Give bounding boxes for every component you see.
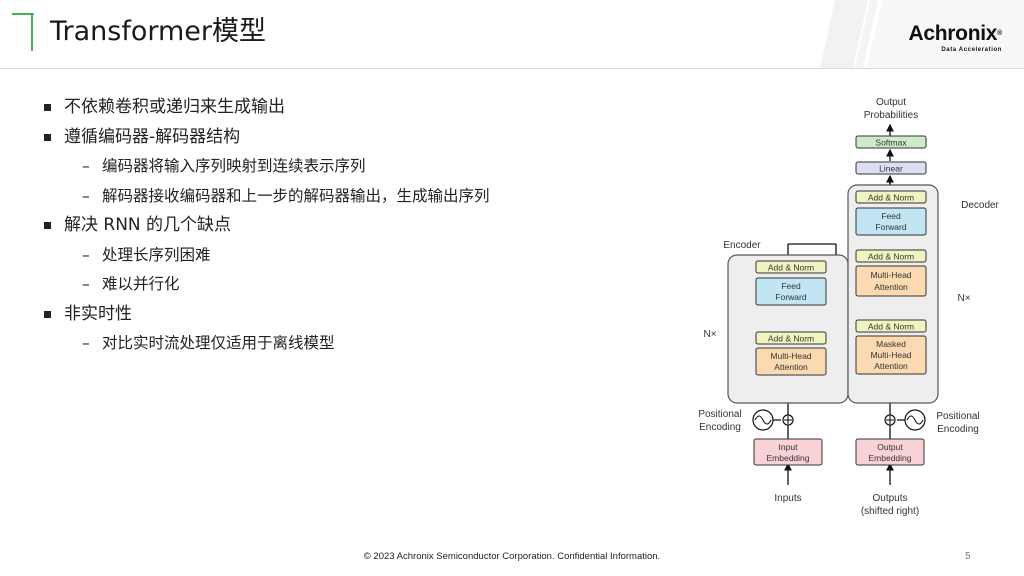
output-embedding-label-2: Embedding <box>868 453 911 463</box>
encoder-positional-label-1: Positional <box>698 409 741 420</box>
encoder-add-norm-top <box>755 260 827 274</box>
linear-label: Linear <box>879 164 903 174</box>
logo-wordmark: Achronix <box>908 22 998 45</box>
decoder-add-norm-middle <box>855 249 927 263</box>
decoder-feed-forward-label-1: Feed <box>881 211 901 221</box>
output-embedding-label-1: Output <box>877 442 903 452</box>
output-probabilities-label-2: Probabilities <box>864 110 918 121</box>
sub-bullet-item: –编码器将输入序列映射到连续表示序列 <box>82 157 366 175</box>
bullet-item: 解决 RNN 的几个缺点 <box>44 211 644 241</box>
encoder-feed-forward-label-2: Forward <box>775 292 806 302</box>
sub-bullet-text: 难以并行化 <box>102 275 180 293</box>
decoder-masked-attention <box>855 335 927 375</box>
decoder-attention-label-2: Attention <box>874 282 908 292</box>
decoder-add-norm-middle-label: Add & Norm <box>868 252 914 262</box>
decoder-feed-forward <box>855 207 927 236</box>
decoder-label: Decoder <box>961 200 999 211</box>
softmax-block <box>855 135 927 149</box>
decoder-add-norm-bottom-label: Add & Norm <box>868 322 914 332</box>
bullet-item: 遵循编码器-解码器结构 <box>44 123 644 153</box>
decoder-add-norm-bottom <box>855 319 927 333</box>
linear-block <box>855 161 927 175</box>
logo-tagline: Data Acceleration <box>941 47 1002 53</box>
bullet-text: 不依赖卷积或递归来生成输出 <box>64 97 285 117</box>
decoder-add-norm-top-label: Add & Norm <box>868 193 914 203</box>
bullet-square-icon <box>44 310 51 318</box>
bullet-item: 不依赖卷积或递归来生成输出 <box>44 93 644 123</box>
decoder-add-norm-top <box>855 190 927 204</box>
decoder-positional-label-2: Encoding <box>937 424 979 435</box>
sub-bullet-item: –难以并行化 <box>82 275 180 293</box>
encoder-multi-head-attention <box>755 347 827 376</box>
encoder-positional-label-2: Encoding <box>699 422 741 433</box>
inputs-label: Inputs <box>774 493 801 504</box>
encoder-label: Encoder <box>723 240 761 251</box>
achronix-logo: Achronix® Data Acceleration <box>908 22 1003 53</box>
encoder-feed-forward <box>755 277 827 306</box>
title-accent-line <box>12 13 34 15</box>
decoder-feed-forward-label-2: Forward <box>875 222 906 232</box>
output-embedding-block <box>855 438 925 466</box>
encoder-add-norm-bottom-label: Add & Norm <box>768 334 814 344</box>
sub-bullet-item: –对比实时流处理仅适用于离线模型 <box>82 334 335 352</box>
softmax-label: Softmax <box>875 138 907 148</box>
encoder-attention-label-2: Attention <box>774 362 808 372</box>
input-embedding-label-1: Input <box>779 442 799 452</box>
bullet-square-icon <box>44 222 51 229</box>
bullet-text: 遵循编码器-解码器结构 <box>64 126 241 147</box>
outputs-shifted-label: (shifted right) <box>861 506 919 517</box>
slide-title: Transformer模型 <box>50 16 267 47</box>
encoder-attention-label-1: Multi-Head <box>770 351 811 361</box>
input-embedding-block <box>753 438 823 466</box>
bullet-item: 非实时性 <box>44 300 644 330</box>
title-accent-bar <box>31 13 33 51</box>
decoder-masked-label-3: Attention <box>874 361 908 371</box>
decoder-positional-label-1: Positional <box>936 411 979 422</box>
sub-bullet-text: 对比实时流处理仅适用于离线模型 <box>102 334 335 352</box>
decoder-attention-label-1: Multi-Head <box>870 270 911 280</box>
footer-copyright: © 2023 Achronix Semiconductor Corporatio… <box>363 551 661 562</box>
decoder-multi-head-attention <box>855 265 927 297</box>
encoder-add-norm-bottom <box>755 331 827 345</box>
header-stripes-decoration <box>820 0 1024 68</box>
slide-header: Transformer模型 Achronix® Data Acceleratio… <box>0 0 1024 69</box>
decoder-nx-label: N× <box>957 293 970 304</box>
encoder-feed-forward-label-1: Feed <box>781 281 801 291</box>
output-probabilities-label-1: Output <box>876 97 906 108</box>
decoder-masked-label-2: Multi-Head <box>870 350 911 360</box>
encoder-nx-label: N× <box>703 329 716 340</box>
bullet-square-icon <box>44 133 51 141</box>
page-number: 5 <box>965 551 971 562</box>
sub-bullet-item: –处理长序列困难 <box>82 245 211 264</box>
bullet-text: 解决 RNN 的几个缺点 <box>64 215 232 235</box>
sub-bullet-text: 解码器接收编码器和上一步的解码器输出，生成输出序列 <box>102 186 490 205</box>
encoder-stack-frame <box>727 254 849 404</box>
sub-bullet-text: 处理长序列困难 <box>102 245 211 264</box>
transformer-architecture-diagram: Add & Norm Feed Forward Add & Norm Multi… <box>698 97 999 517</box>
encoder-add-norm-top-label: Add & Norm <box>768 263 814 273</box>
decoder-masked-label-1: Masked <box>876 339 906 349</box>
sub-bullet-text: 编码器将输入序列映射到连续表示序列 <box>102 157 366 175</box>
encoder-plus-icon <box>784 416 792 424</box>
decoder-plus-icon <box>886 416 894 424</box>
bullet-list: 不依赖卷积或递归来生成输出 遵循编码器-解码器结构 –编码器将输入序列映射到连续… <box>44 93 644 359</box>
outputs-label: Outputs <box>872 493 907 504</box>
input-embedding-label-2: Embedding <box>766 453 809 463</box>
bullet-square-icon <box>44 104 51 111</box>
bullet-text: 非实时性 <box>64 303 132 324</box>
sub-bullet-item: –解码器接收编码器和上一步的解码器输出，生成输出序列 <box>82 186 490 205</box>
